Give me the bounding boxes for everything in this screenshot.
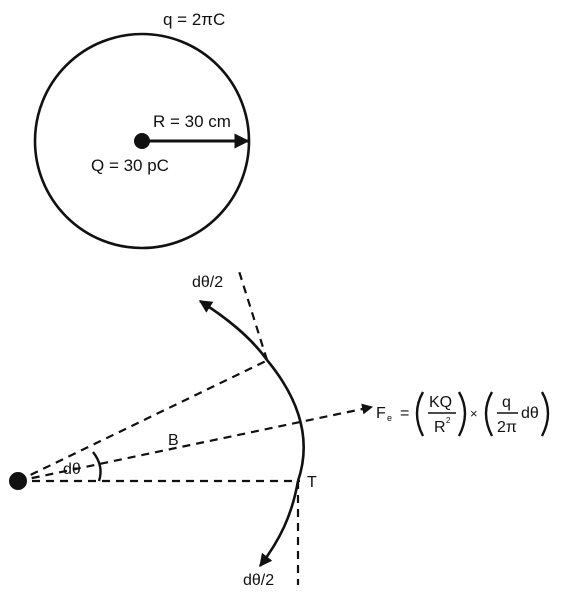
element-figure: dθ/2 dθ/2 dθ B T F e = KQ R 2 × q 2π dθ — [9, 267, 550, 589]
tangent-top — [236, 267, 269, 361]
point-T-label: T — [307, 474, 317, 491]
half-angle-top-label: dθ/2 — [192, 274, 223, 291]
half-angle-bottom-label: dθ/2 — [243, 572, 274, 589]
right-paren-1 — [457, 391, 467, 437]
ray-middle-force — [17, 403, 374, 483]
center-charge-dot — [134, 133, 150, 149]
ring-element-arc — [198, 299, 269, 361]
right-paren-2 — [540, 391, 550, 437]
denominator-2pi: 2π — [497, 419, 517, 436]
ring-element-arc-lower — [258, 480, 300, 568]
dtheta-angle-arc — [92, 451, 102, 482]
center-charge-label: Q = 30 pC — [91, 156, 169, 175]
left-paren-1 — [415, 391, 425, 437]
numerator-q: q — [502, 394, 511, 411]
dtheta-label: dθ — [63, 461, 81, 478]
denominator-R: R — [434, 419, 446, 436]
left-paren-2 — [484, 391, 494, 437]
point-B-label: B — [168, 432, 179, 449]
ring-figure: q = 2πC R = 30 cm Q = 30 pC — [33, 10, 251, 250]
numerator-KQ: KQ — [429, 394, 452, 411]
dtheta-factor: dθ — [521, 405, 539, 422]
ring-element-arc-main — [265, 359, 306, 482]
times-sign: × — [470, 406, 478, 421]
force-subscript: e — [387, 413, 392, 423]
ring-charge-label: q = 2πC — [163, 10, 225, 29]
equals-sign: = — [400, 405, 409, 422]
exponent-2: 2 — [446, 416, 451, 425]
ray-upper — [17, 359, 269, 482]
force-symbol: F — [376, 405, 386, 422]
radius-label: R = 30 cm — [153, 112, 231, 131]
force-formula: F e = KQ R 2 × q 2π dθ — [376, 391, 550, 437]
